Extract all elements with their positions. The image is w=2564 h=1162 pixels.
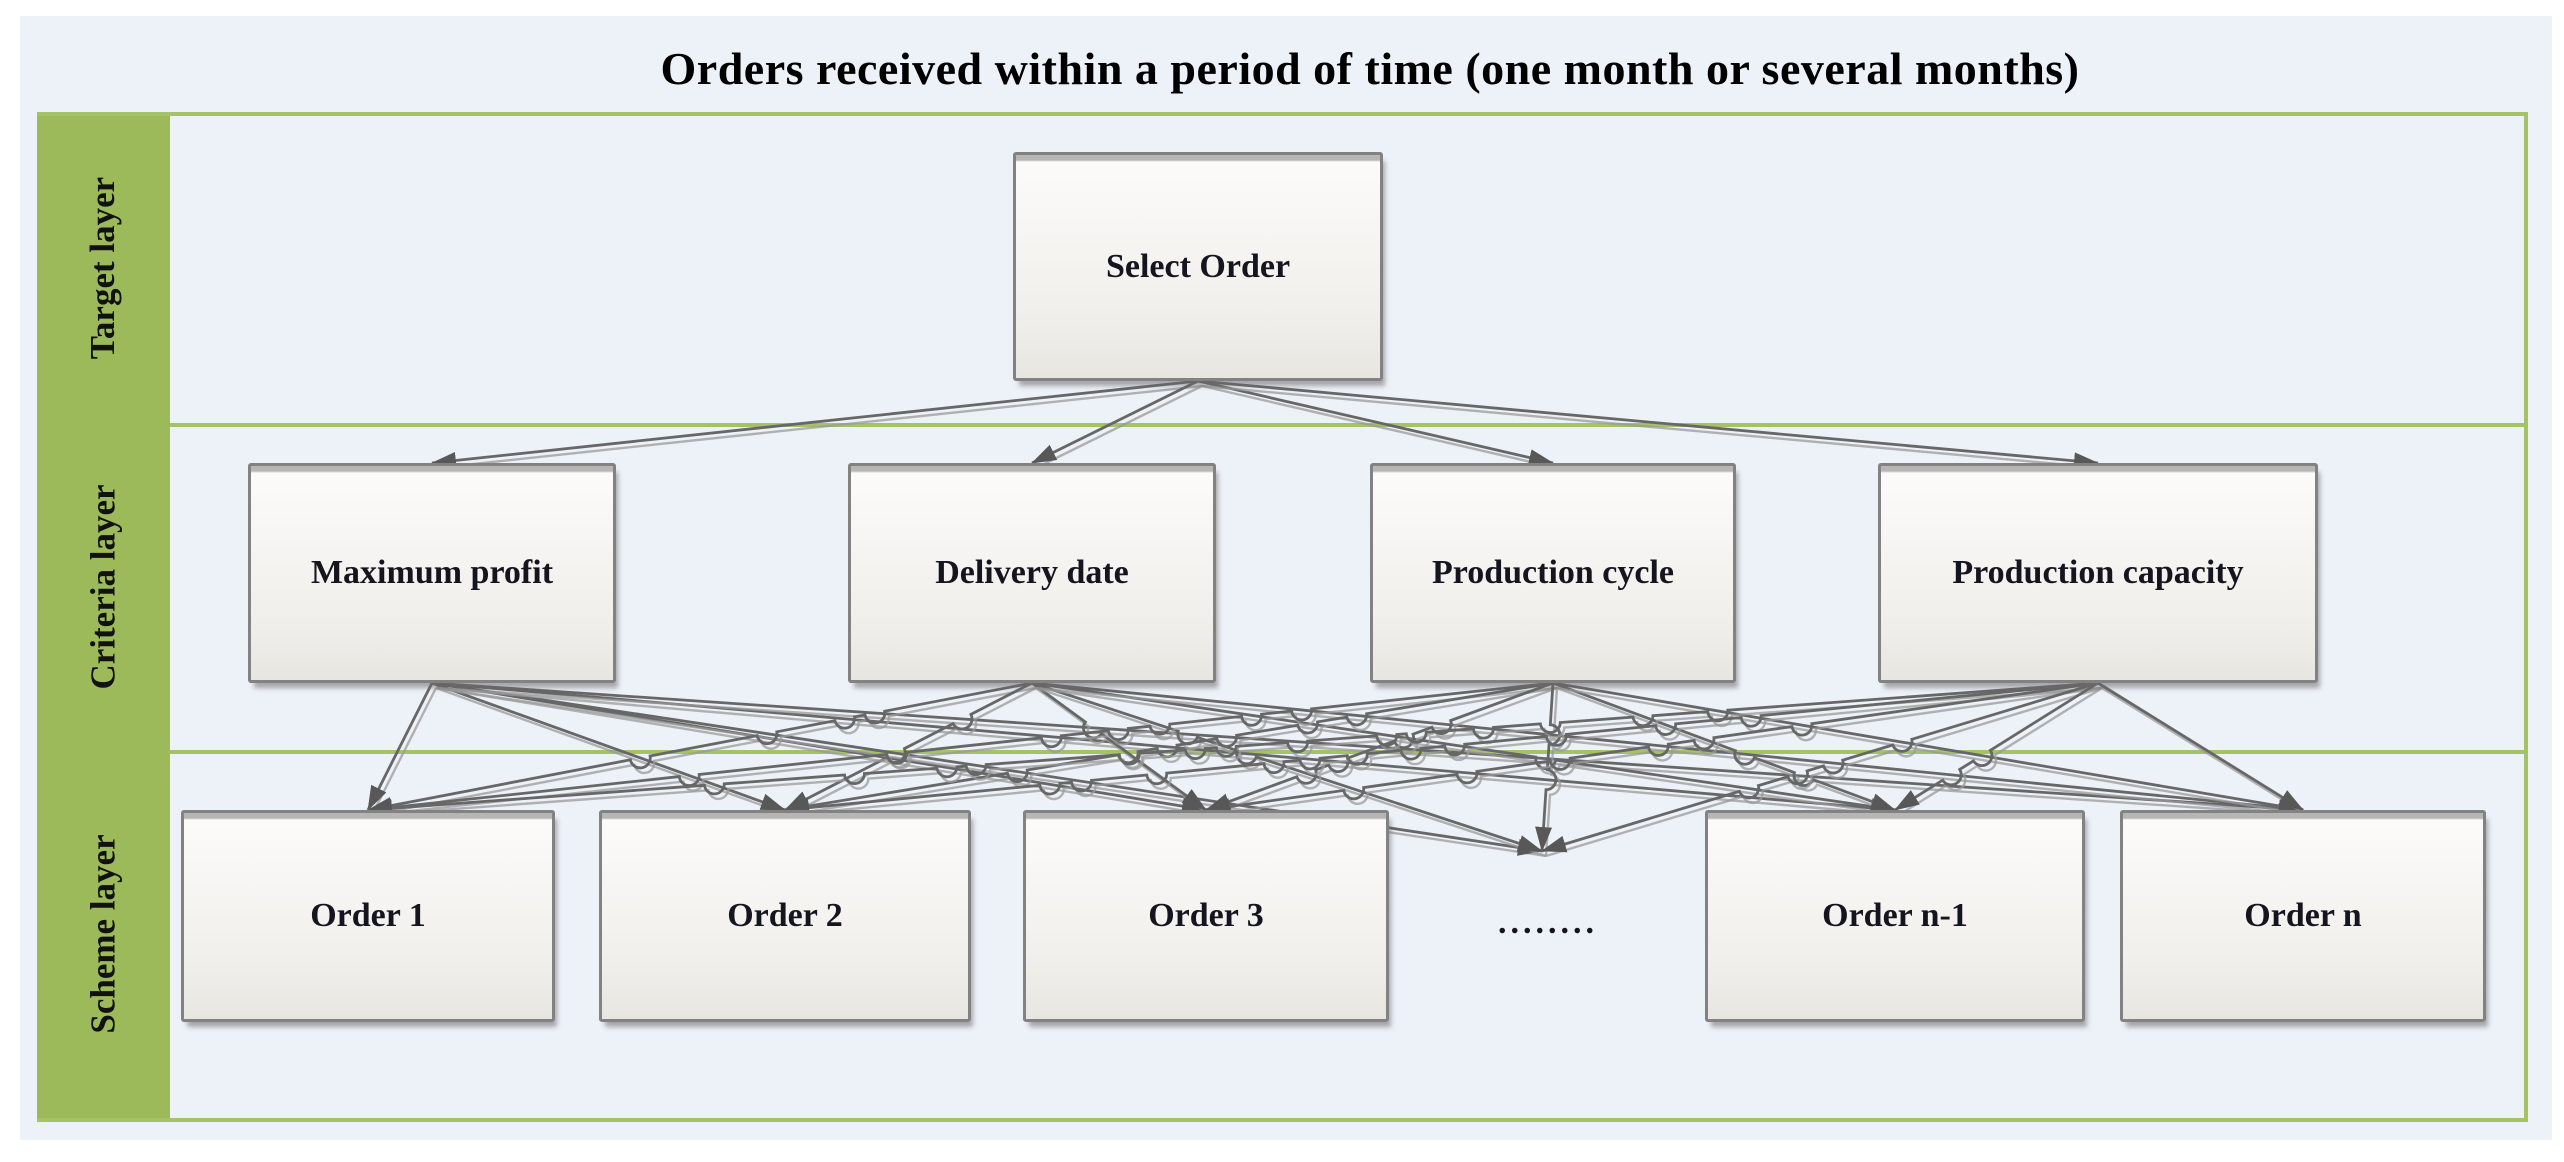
node-maximum-profit: Maximum profit <box>248 463 616 683</box>
ellipsis-more-orders: ........ <box>1498 904 1598 941</box>
node-order-1: Order 1 <box>181 810 555 1022</box>
node-production-cycle-label: Production cycle <box>1431 554 1675 591</box>
node-select-order: Select Order <box>1013 152 1383 381</box>
node-order-3-label: Order 3 <box>1148 897 1264 934</box>
frame-bottom-line <box>37 1118 2528 1122</box>
node-delivery-date-label: Delivery date <box>935 554 1129 591</box>
frame-top-line <box>37 112 2528 116</box>
node-order-n: Order n <box>2120 810 2486 1022</box>
frame-right-line <box>2524 112 2528 1122</box>
node-select-order-label: Select Order <box>1105 247 1291 285</box>
separator-criteria-scheme <box>170 750 2528 754</box>
node-production-capacity-label: Production capacity <box>1952 554 2244 591</box>
node-delivery-date: Delivery date <box>848 463 1216 683</box>
node-order-1-label: Order 1 <box>310 897 426 934</box>
node-order-n-1: Order n-1 <box>1705 810 2085 1022</box>
node-production-cycle: Production cycle <box>1370 463 1736 683</box>
node-order-n-label: Order n <box>2244 897 2362 934</box>
node-maximum-profit-label: Maximum profit <box>310 554 554 591</box>
node-order-2: Order 2 <box>599 810 971 1022</box>
node-order-2-label: Order 2 <box>727 897 843 934</box>
node-production-capacity: Production capacity <box>1878 463 2318 683</box>
node-order-n-1-label: Order n-1 <box>1822 897 1968 934</box>
separator-target-criteria <box>170 423 2528 427</box>
node-order-3: Order 3 <box>1023 810 1389 1022</box>
diagram-title: Orders received within a period of time … <box>660 43 2080 94</box>
layer-band <box>37 112 170 1122</box>
